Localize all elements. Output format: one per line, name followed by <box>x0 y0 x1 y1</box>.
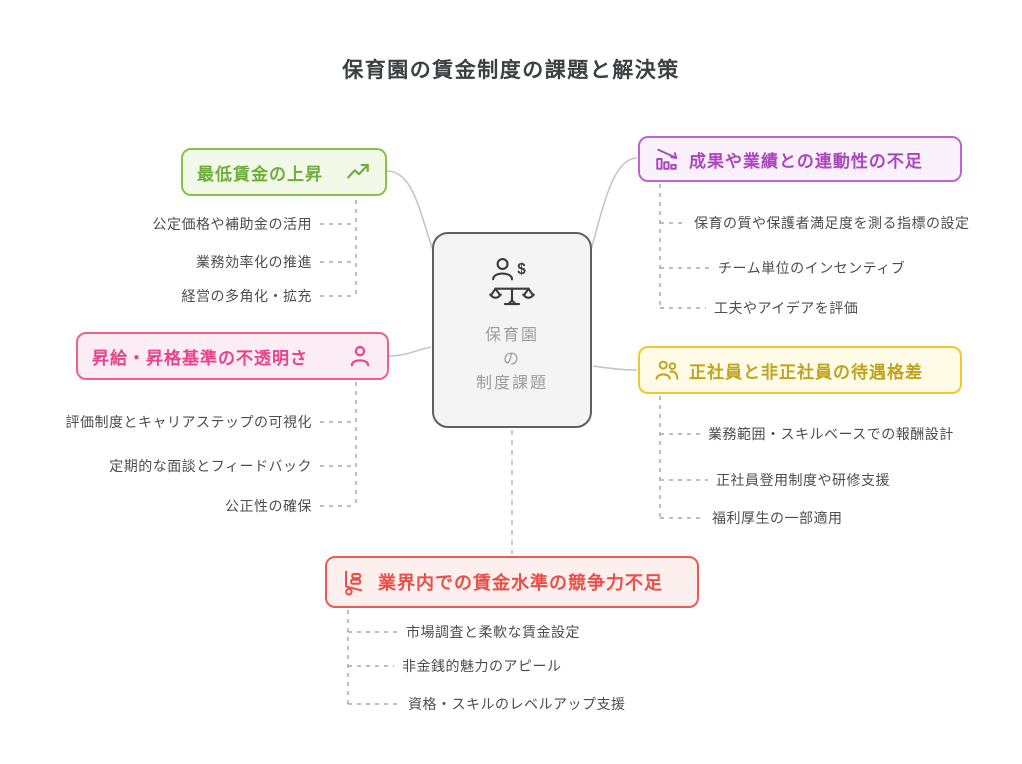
center-text-line: 保育園 <box>484 327 539 344</box>
connector-promotion <box>388 346 432 357</box>
solution-item: 定期的な面談とフィードバック <box>109 458 312 474</box>
solution-item: 公定価格や補助金の活用 <box>152 216 312 232</box>
center-node: $ 保育園 の 制度課題 <box>432 232 592 428</box>
branch-node-minimum-wage-rise: 最低賃金の上昇 <box>181 148 387 196</box>
page-title: 保育園の賃金制度の課題と解決策 <box>342 59 680 82</box>
branch-label: 業界内での賃金水準の競争力不足 <box>378 573 663 593</box>
solution-item: 工夫やアイデアを評価 <box>714 300 859 316</box>
solution-item: 保育の質や保護者満足度を測る指標の設定 <box>694 215 970 231</box>
connector-performance <box>590 157 638 251</box>
person-icon <box>347 343 373 369</box>
solution-item: 経営の多角化・拡充 <box>181 288 312 304</box>
branch-node-wage-competitiveness-lack: 業界内での賃金水準の競争力不足 <box>325 556 699 608</box>
svg-text:$: $ <box>517 261 526 278</box>
solution-item: 業務効率化の推進 <box>196 254 312 270</box>
branch-label: 正社員と非正社員の待遇格差 <box>689 362 923 382</box>
branch-node-promotion-criteria-opacity: 昇給・昇格基準の不透明さ <box>76 332 389 380</box>
branch-node-employment-treatment-gap: 正社員と非正社員の待遇格差 <box>638 346 962 394</box>
declining-bar-chart-icon <box>654 146 680 172</box>
two-people-icon <box>654 357 680 383</box>
solution-item: 非金銭的魅力のアピール <box>402 658 562 674</box>
solution-item: 評価制度とキャリアステップの可視化 <box>65 414 312 430</box>
solution-item: 業務範囲・スキルベースでの報酬設計 <box>708 426 954 442</box>
branch-label: 成果や業績との連動性の不足 <box>689 151 923 171</box>
person-salary-scale-icon: $ <box>479 254 545 314</box>
handcart-coins-icon <box>341 569 368 596</box>
center-text-line: の <box>502 351 521 368</box>
solution-item: 正社員登用制度や研修支援 <box>716 472 890 488</box>
solution-item: 市場調査と柔軟な賃金設定 <box>406 624 580 640</box>
solution-item: 福利厚生の一部適用 <box>712 510 843 526</box>
center-text-line: 制度課題 <box>475 375 548 392</box>
branch-label: 最低賃金の上昇 <box>197 164 323 184</box>
solution-item: 資格・スキルのレベルアップ支援 <box>408 696 626 712</box>
connector-treatment <box>592 365 638 371</box>
branch-node-performance-linkage-lack: 成果や業績との連動性の不足 <box>638 136 962 182</box>
solution-item: 公正性の確保 <box>225 498 312 514</box>
trend-up-chart-icon <box>345 159 371 185</box>
branch-label: 昇給・昇格基準の不透明さ <box>92 348 308 368</box>
connector-min-wage <box>386 170 435 254</box>
solution-item: チーム単位のインセンティブ <box>718 260 906 276</box>
